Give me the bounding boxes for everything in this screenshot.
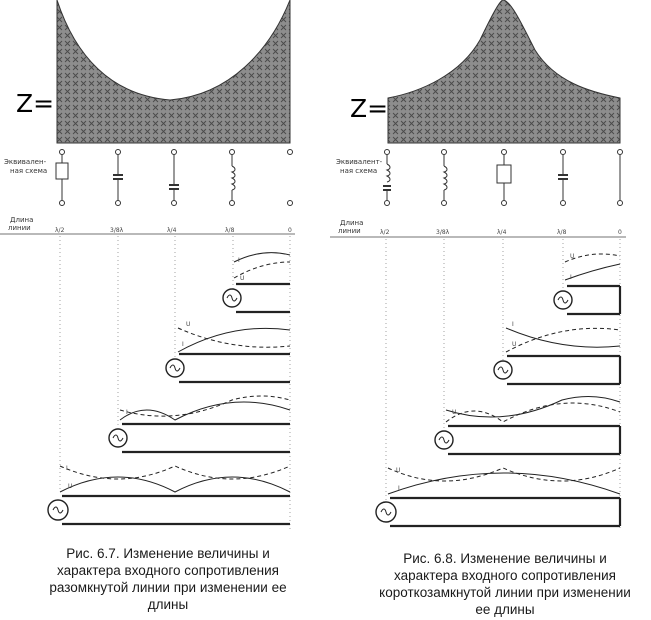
right-eq-short: [617, 149, 623, 206]
right-tick-half: λ/2: [380, 229, 390, 236]
left-u-label-1: U: [240, 275, 244, 282]
right-i-label-1: I: [570, 274, 572, 281]
left-len-label-line2: линии: [8, 224, 31, 232]
left-caption: Рис. 6.7. Изменение величины и характера…: [18, 545, 318, 613]
right-line-quarter: [493, 327, 622, 386]
left-caption-line4: длины: [147, 597, 189, 612]
right-i-label-2: I: [512, 321, 514, 328]
right-wave-labels: U I I U U U I: [396, 253, 574, 492]
right-eq-inductor: [441, 149, 448, 206]
left-caption-line2: характера входного сопротивления: [57, 563, 279, 578]
left-i-label-4: I: [66, 465, 68, 472]
right-caption-line2: характера входного сопротивления: [394, 568, 616, 583]
right-len-label-line1: Длина: [340, 219, 363, 227]
left-eq-open: [287, 149, 293, 206]
left-figure: Z= Эквивален- ная схема Длина: [0, 0, 295, 530]
right-caption-line1: Рис. 6.8. Изменение величины и: [403, 551, 607, 566]
left-eq-label-line2: ная схема: [10, 167, 47, 175]
right-caption: Рис. 6.8. Изменение величины и характера…: [360, 550, 650, 618]
right-tick-quarter: λ/4: [497, 229, 507, 236]
left-wave-labels: I U U I I I U: [66, 257, 244, 490]
right-figure: Z= Эквивалент- ная схема Длина: [330, 0, 626, 530]
left-caption-line1: Рис. 6.7. Изменение величины и: [66, 546, 270, 561]
left-eq-label-line1: Эквивален-: [4, 158, 47, 166]
right-tick-3-8: 3/8λ: [436, 229, 450, 236]
right-eq-label-line1: Эквивалент-: [336, 158, 383, 166]
left-i-label-1: I: [238, 257, 240, 264]
left-caption-line3: разомкнутой линии при изменении ее: [49, 580, 287, 595]
left-eq-series-lc: [55, 149, 69, 206]
right-line-half: [375, 467, 622, 528]
right-eq-parallel-lc: [496, 149, 512, 206]
right-u-label-2: U: [512, 341, 516, 348]
right-caption-line3: короткозамкнутой линии при изменении: [379, 585, 631, 600]
left-line-3-8: [108, 395, 291, 454]
right-line-3-8: [434, 396, 622, 456]
right-u-label-3: U: [452, 409, 456, 416]
right-tick-zero: 0: [618, 229, 622, 236]
left-tick-half: λ/2: [55, 227, 65, 234]
right-tick-eighth: λ/8: [557, 229, 567, 236]
left-line-half: [47, 465, 291, 526]
left-i-label-3: I: [126, 409, 128, 416]
left-eq-inductor: [229, 149, 236, 206]
left-eq-capacitor-1: [113, 149, 123, 206]
right-eq-inductor-cap: [383, 149, 391, 206]
left-tick-zero: 0: [288, 227, 292, 234]
right-u-label-4: U: [396, 467, 400, 474]
right-u-label-1: U: [570, 253, 574, 260]
left-tick-quarter: λ/4: [167, 227, 177, 234]
right-eq-capacitor: [558, 149, 568, 206]
left-tick-eighth: λ/8: [225, 227, 235, 234]
left-u-label-3: U: [68, 483, 72, 490]
left-line-quarter: [165, 327, 291, 384]
right-line-eighth: [553, 253, 622, 316]
right-caption-line4: ее длины: [475, 602, 535, 617]
left-line-eighth: [222, 252, 291, 314]
left-tick-3-8: 3/8λ: [110, 227, 124, 234]
right-len-label-line2: линии: [338, 227, 361, 235]
right-eq-label-line2: ная схема: [340, 167, 377, 175]
left-len-label-line1: Длина: [10, 216, 33, 224]
left-impedance-curve: [56, 0, 291, 144]
right-impedance-curve: [387, 0, 621, 144]
left-i-label-2: I: [182, 341, 184, 348]
right-i-label-3: I: [398, 485, 400, 492]
left-u-label-2: U: [186, 321, 190, 328]
left-eq-capacitor-2: [169, 149, 179, 206]
left-z-label: Z=: [16, 89, 54, 118]
right-z-label: Z=: [350, 94, 388, 123]
